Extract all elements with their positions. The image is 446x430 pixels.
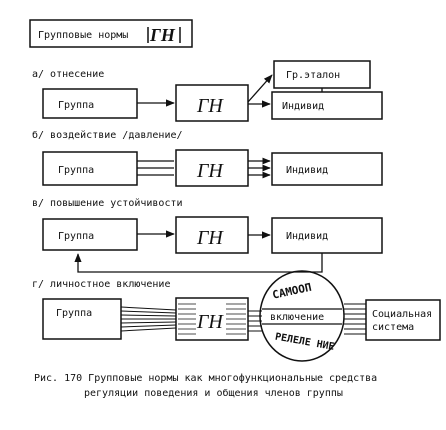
section-c-gn-text: ГН (196, 227, 224, 249)
section-b-individ-box (271, 152, 383, 186)
section-c-feedback-arrow (74, 253, 323, 273)
section-d-social-box (365, 299, 441, 341)
section-c-label: в/ повышение устойчивости (32, 197, 183, 209)
caption-line-1: Рис. 170 Групповые нормы как многофункци… (34, 372, 377, 384)
section-d-circle (259, 270, 345, 362)
section-d-hatch-right (344, 303, 366, 335)
section-a-individ-text: Индивид (282, 101, 324, 112)
section-d-group-box (42, 298, 122, 340)
section-d-social-line2: система (372, 322, 414, 333)
section-d-gn-text: ГН (196, 311, 224, 333)
section-c-individ-text: Индивид (286, 231, 328, 242)
section-b-label: б/ воздействие /давление/ (32, 129, 183, 141)
section-d-circle-top-text: САМООП (271, 281, 313, 302)
section-d-gn-box (175, 297, 249, 341)
section-b: б/ воздействие /давление/ Группа ГН Инди… (32, 129, 383, 187)
legend-title: Групповые нормы (38, 30, 128, 41)
section-d-circle-middle-text: включение (270, 312, 324, 323)
section-a-gn-box (175, 84, 249, 122)
section-a: а/ отнесение Группа ГН Гр.эталон Индивид (32, 60, 383, 122)
legend-abbr: ГН (149, 25, 176, 45)
section-a-gn-text: ГН (196, 95, 224, 117)
section-b-gn-text: ГН (196, 160, 224, 182)
section-c: в/ повышение устойчивости Группа ГН Инди… (32, 197, 383, 273)
section-a-group-text: Группа (58, 100, 94, 111)
section-d-group-text: Группа (56, 308, 92, 319)
caption-line-2: регуляции поведения и общения членов гру… (84, 387, 343, 399)
section-d-gn-hatch (178, 303, 246, 335)
section-a-etalon-text: Гр.эталон (286, 70, 340, 81)
section-d-social-line1: Социальная (372, 309, 432, 320)
section-b-group-text: Группа (58, 165, 94, 176)
section-d-circle-bottom-text: РЕЛЕЛЕ НИЕ (274, 332, 335, 353)
section-d-label: г/ личностное включение (32, 279, 170, 290)
section-a-label: а/ отнесение (32, 69, 104, 80)
section-a-individ-box (271, 91, 383, 120)
section-d-hatch-left (120, 306, 177, 332)
section-a-arrow-to-etalon (247, 74, 273, 103)
section-d: г/ личностное включение Группа (32, 270, 441, 362)
section-c-group-text: Группа (58, 231, 94, 242)
legend-box: Групповые нормы ГН (29, 19, 193, 48)
section-c-individ-box (271, 217, 383, 254)
section-b-individ-text: Индивид (286, 165, 328, 176)
